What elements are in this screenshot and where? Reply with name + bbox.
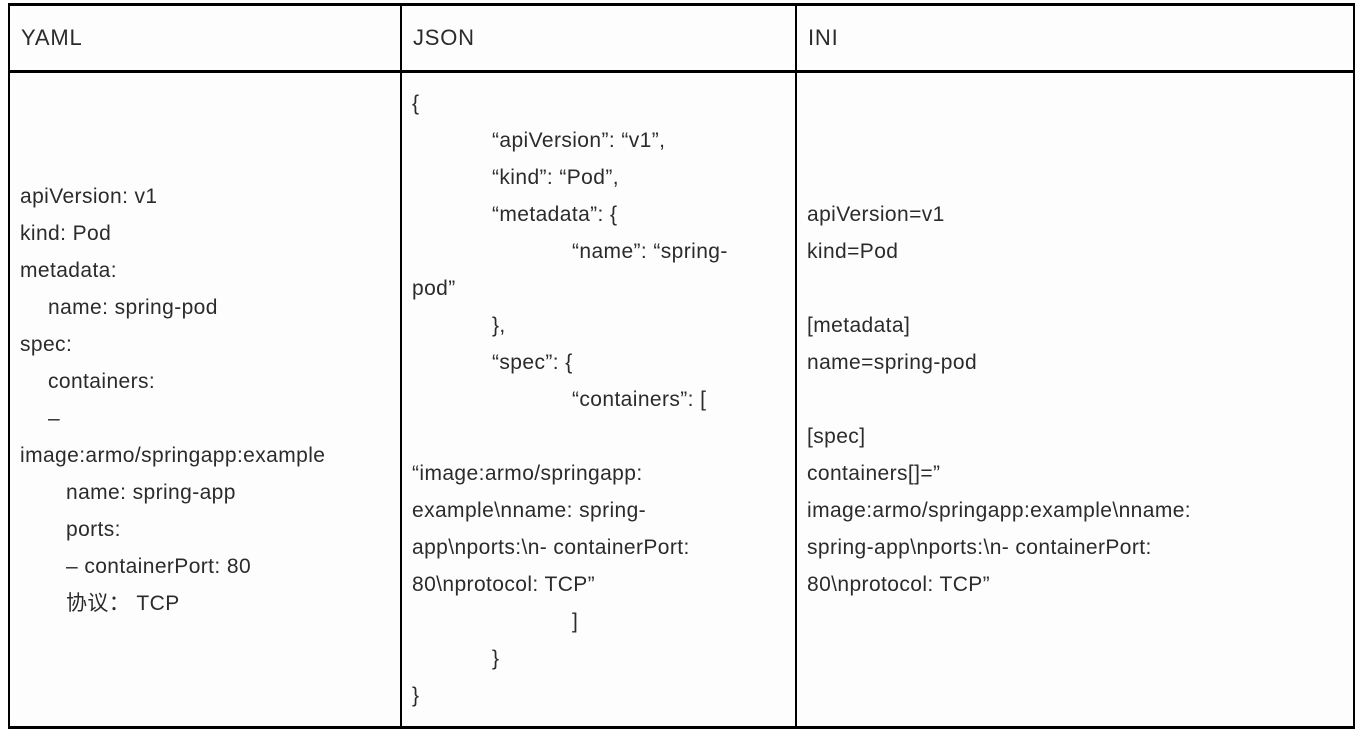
code-line: ports: xyxy=(66,517,121,541)
code-line: { xyxy=(412,92,420,115)
json-code-block: { “apiVersion”: “v1”, “kind”: “Pod”, “metad… xyxy=(412,85,789,714)
json-code-cell: { “apiVersion”: “v1”, “kind”: “Pod”, “metad… xyxy=(400,71,797,729)
code-line: “image:armo/springapp: xyxy=(412,462,643,485)
code-line: pod” xyxy=(412,277,456,300)
code-line: – containerPort: 80 xyxy=(66,554,252,578)
code-line: – xyxy=(48,406,61,430)
code-line: example\nname: spring- xyxy=(412,499,647,522)
yaml-code-cell: apiVersion: v1 kind: Pod metadata: name: sp… xyxy=(8,71,402,729)
code-line: “kind”: “Pod”, xyxy=(492,166,619,189)
ini-code-cell: apiVersion=v1 kind=Pod [metadata] name=spr… xyxy=(795,71,1355,729)
code-line: “spec”: { xyxy=(492,351,573,374)
column-header-yaml: YAML xyxy=(8,3,402,73)
format-comparison-table: YAML JSON INI apiVersion: v1 kind: Pod met… xyxy=(8,3,1355,729)
code-line: 80\nprotocol: TCP” xyxy=(807,573,991,596)
code-line: [metadata] xyxy=(807,314,911,337)
code-line xyxy=(412,418,789,455)
ini-code-block: apiVersion=v1 kind=Pod [metadata] name=spr… xyxy=(807,196,1347,603)
code-line: 协议： TCP xyxy=(66,591,180,615)
code-line: name=spring-pod xyxy=(807,351,978,374)
code-line: “apiVersion”: “v1”, xyxy=(492,129,666,152)
code-line: image:armo/springapp:example xyxy=(20,443,326,467)
header-row: YAML JSON INI xyxy=(8,3,1355,73)
code-line: image:armo/springapp:example\nname: xyxy=(807,499,1192,522)
code-line xyxy=(807,270,1347,307)
content-row: apiVersion: v1 kind: Pod metadata: name: sp… xyxy=(8,71,1355,729)
column-header-json: JSON xyxy=(400,3,797,73)
code-line: apiVersion: v1 xyxy=(20,184,158,208)
code-line: 80\nprotocol: TCP” xyxy=(412,573,596,596)
code-line: ] xyxy=(572,610,579,633)
code-line: kind: Pod xyxy=(20,221,112,245)
code-line: name: spring-app xyxy=(66,480,236,504)
code-line: app\nports:\n- containerPort: xyxy=(412,536,690,559)
code-line: name: spring-pod xyxy=(48,295,218,319)
code-line: }, xyxy=(492,314,506,337)
code-line: } xyxy=(492,647,500,670)
code-line: containers[]=” xyxy=(807,462,941,485)
code-line: } xyxy=(412,684,420,707)
code-line: “name”: “spring- xyxy=(572,240,728,263)
code-line: kind=Pod xyxy=(807,240,899,263)
code-line: [spec] xyxy=(807,425,866,448)
code-line xyxy=(807,381,1347,418)
code-line: metadata: xyxy=(20,258,117,282)
code-line: “metadata”: { xyxy=(492,203,618,226)
yaml-code-block: apiVersion: v1 kind: Pod metadata: name: sp… xyxy=(20,178,394,622)
code-line: spring-app\nports:\n- containerPort: xyxy=(807,536,1152,559)
code-line: “containers”: [ xyxy=(572,388,707,411)
code-line: containers: xyxy=(48,369,156,393)
code-line: spec: xyxy=(20,332,73,356)
code-line: apiVersion=v1 xyxy=(807,203,945,226)
column-header-ini: INI xyxy=(795,3,1355,73)
